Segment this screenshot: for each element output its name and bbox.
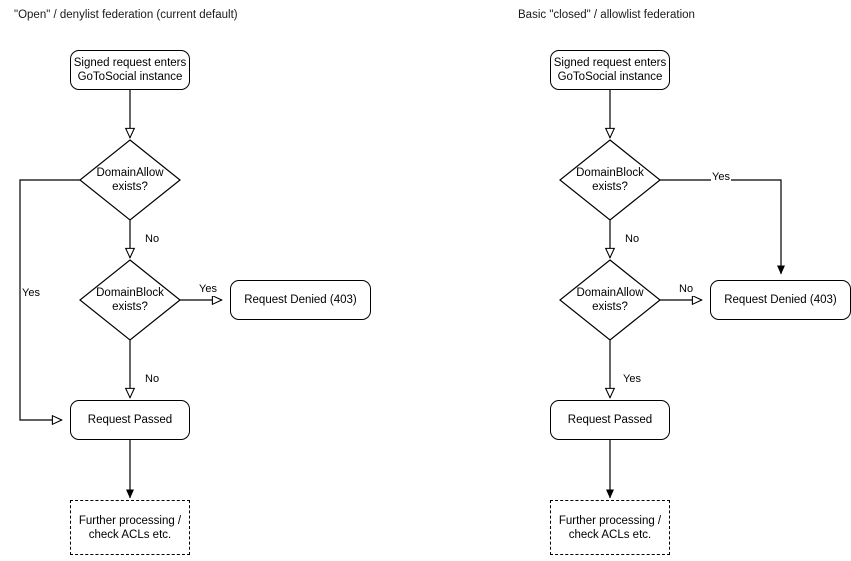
node-right-request-passed[interactable]: Request Passed [550,400,670,440]
node-left-request-denied[interactable]: Request Denied (403) [230,280,371,320]
node-left-further-processing[interactable]: Further processing / check ACLs etc. [70,500,190,555]
decision-left-domain-allow[interactable] [79,139,181,221]
node-left-request-passed[interactable]: Request Passed [70,400,190,440]
edge-label-left-allow-no: No [144,233,161,246]
decision-right-domain-allow[interactable] [559,259,661,341]
panel-title-right: Basic "closed" / allowlist federation [518,9,695,21]
edge-label-right-block-yes: Yes [711,171,731,184]
edge-right-block-yes [660,179,786,275]
edge-label-right-allow-no: No [678,283,695,296]
edge-left-allow-yes [19,179,80,420]
node-left-start[interactable]: Signed request enters GoToSocial instanc… [70,50,190,90]
node-right-request-denied[interactable]: Request Denied (403) [710,280,851,320]
edge-label-right-allow-yes: Yes [622,373,642,386]
panel-title-left: "Open" / denylist federation (current de… [14,9,238,21]
edge-label-left-block-no: No [144,373,161,386]
decision-left-domain-block[interactable] [79,259,181,341]
node-right-start[interactable]: Signed request enters GoToSocial instanc… [550,50,670,90]
decision-right-domain-block[interactable] [559,139,661,221]
edge-label-left-block-yes: Yes [198,283,218,296]
node-right-further-processing[interactable]: Further processing / check ACLs etc. [550,500,670,555]
edge-label-right-block-no: No [624,233,641,246]
edge-label-left-allow-yes: Yes [21,287,41,300]
